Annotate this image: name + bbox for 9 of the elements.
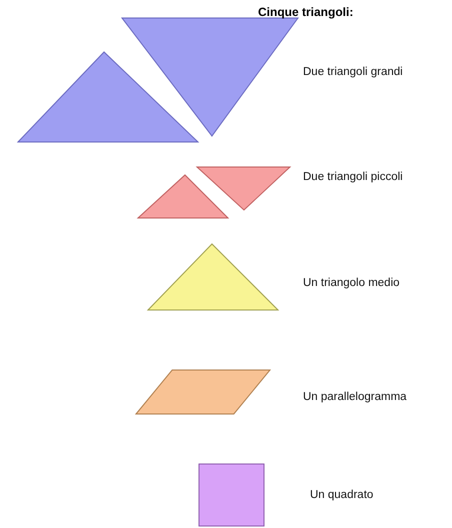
triangle-shape (121, 18, 299, 137)
parallelogram-shape (134, 370, 272, 414)
triangle-shape (136, 174, 230, 218)
triangle-shape (196, 166, 292, 211)
heading: Cinque triangoli: (258, 5, 354, 19)
triangle-shape (16, 51, 200, 142)
piece-label: Un quadrato (310, 489, 374, 501)
triangle-shape (146, 243, 280, 310)
square-shape (198, 464, 264, 526)
